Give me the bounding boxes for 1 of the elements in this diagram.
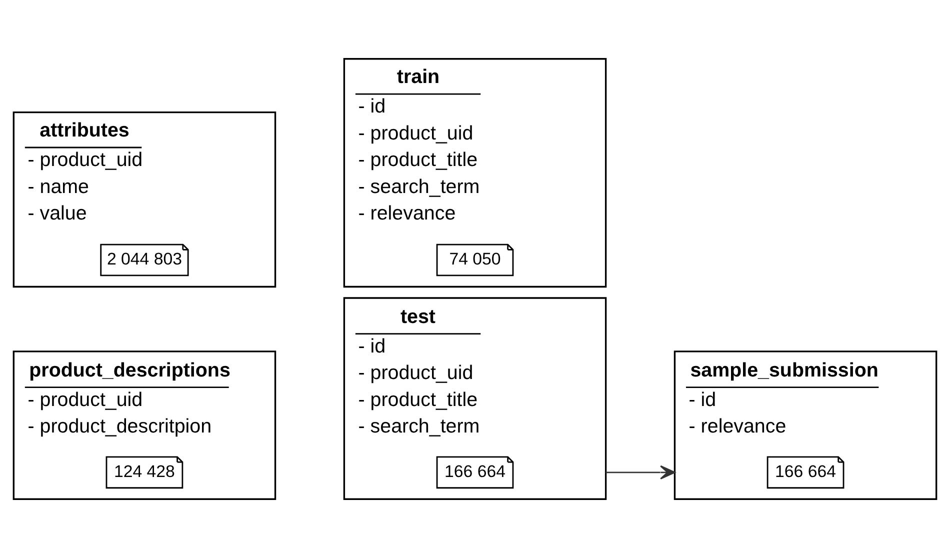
arrow — [606, 465, 676, 480]
